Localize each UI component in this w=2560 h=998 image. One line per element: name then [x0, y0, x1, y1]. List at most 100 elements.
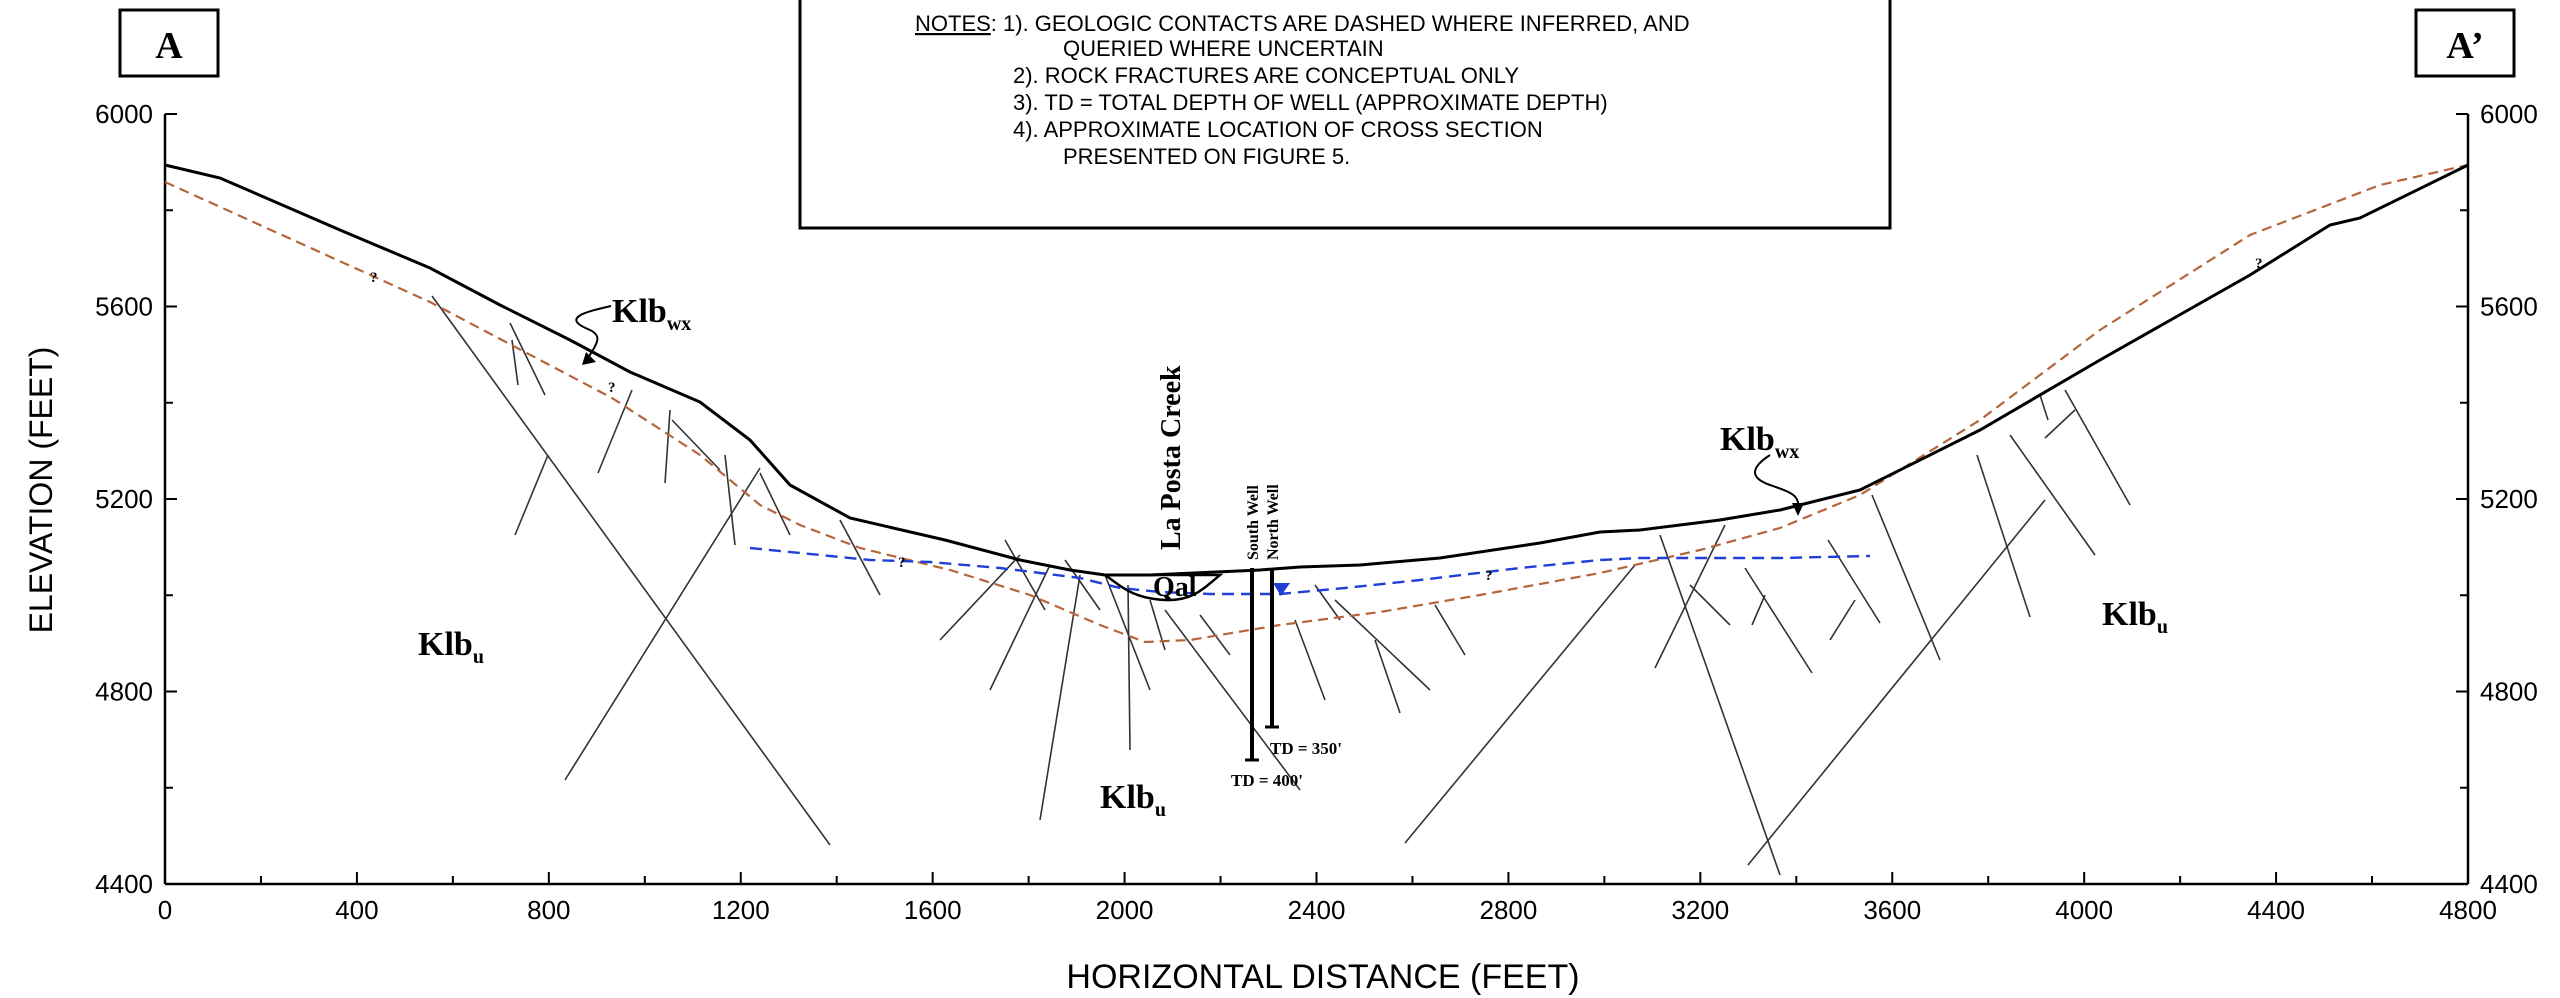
query-mark: ?	[2255, 256, 2263, 272]
unit-label-subscript: wx	[1775, 441, 1799, 463]
y-tick-label: 6000	[95, 99, 153, 129]
klb-wx-left-leader	[575, 305, 612, 359]
klb-wx-right-leader	[1754, 454, 1800, 509]
x-tick-label: 4000	[2055, 895, 2113, 925]
unit-label-subscript: u	[1155, 799, 1166, 821]
water-level-marker-icon	[1273, 583, 1290, 596]
fracture-line	[2039, 394, 2049, 421]
klb-wx-left-arrow-icon	[582, 352, 596, 365]
fracture-line	[1659, 534, 1781, 876]
notes-line-1-text: : 1). GEOLOGIC CONTACTS ARE DASHED WHERE…	[991, 11, 1690, 36]
unit-label-klb-wx-right: Klbwx	[1720, 421, 1799, 463]
fracture-line	[1747, 499, 2046, 866]
notes-heading: NOTES	[915, 11, 991, 36]
fracture-line	[1976, 454, 2031, 618]
x-tick-label: 400	[335, 895, 378, 925]
unit-label-base: Klb	[2102, 596, 2157, 633]
fracture-line	[664, 409, 671, 484]
unit-label-base: Klb	[418, 626, 473, 663]
fracture-line	[1827, 539, 1881, 624]
x-tick-label: 1200	[712, 895, 770, 925]
x-tick-label: 4400	[2247, 895, 2305, 925]
y-axis-title: ELEVATION (FEET)	[23, 347, 59, 634]
unit-label-klb-u-left: Klbu	[418, 626, 484, 668]
fracture-line	[1104, 574, 1151, 691]
x-tick-label: 2800	[1479, 895, 1537, 925]
fracture-line	[1829, 599, 1856, 641]
fracture-line	[759, 472, 791, 536]
fracture-line	[1434, 604, 1466, 656]
unit-label-klb-u-center: Klbu	[1100, 779, 1166, 821]
fracture-line	[509, 322, 546, 396]
unit-label-klb-u-right: Klbu	[2102, 596, 2168, 638]
x-tick-label: 1600	[904, 895, 962, 925]
section-end-label: A’	[2446, 25, 2483, 67]
x-tick-label: 2400	[1288, 895, 1346, 925]
y-tick-label: 6000	[2480, 99, 2538, 129]
y-tick-label: 5600	[95, 292, 153, 322]
fracture-line	[1654, 524, 1726, 669]
unit-label-subscript: u	[2157, 616, 2168, 638]
fracture-line	[939, 554, 1021, 641]
klb-wx-right-arrow-icon	[1792, 503, 1804, 516]
x-tick-label: 3600	[1863, 895, 1921, 925]
unit-label-klb-wx-left: Klbwx	[612, 293, 691, 335]
fracture-line	[1164, 609, 1301, 791]
query-mark: ?	[898, 555, 906, 571]
section-start-label: A	[155, 25, 183, 67]
x-tick-label: 2000	[1096, 895, 1154, 925]
north-well-label: North Well	[1265, 484, 1282, 560]
notes-line-2: QUERIED WHERE UNCERTAIN	[1063, 36, 1384, 61]
fracture-line	[1689, 584, 1731, 626]
fracture-line	[1751, 594, 1766, 626]
notes-line-6: PRESENTED ON FIGURE 5.	[1063, 144, 1350, 169]
query-mark: ?	[1485, 568, 1493, 584]
weathered-contact-line	[164, 163, 2469, 644]
unit-label-base: Klb	[1100, 779, 1155, 816]
fracture-line	[1744, 567, 1813, 674]
fracture-line	[2064, 389, 2131, 506]
fracture-line	[2044, 409, 2076, 439]
unit-label-base: Klb	[1720, 421, 1775, 458]
notes-box	[798, 0, 1892, 230]
qal-channel-outline	[1100, 573, 1224, 602]
x-tick-label: 0	[158, 895, 172, 925]
fracture-line	[564, 467, 761, 781]
y-tick-label: 4800	[2480, 677, 2538, 707]
fracture-line	[989, 564, 1051, 691]
south-well-td-label: TD = 400'	[1231, 771, 1303, 790]
north-well-td-label: TD = 350'	[1270, 739, 1342, 758]
ground-surface-line	[164, 163, 2469, 577]
y-tick-label: 4800	[95, 677, 153, 707]
query-mark: ?	[370, 270, 378, 286]
notes-line-1: NOTES: 1). GEOLOGIC CONTACTS ARE DASHED …	[915, 11, 1690, 36]
x-axis-title: HORIZONTAL DISTANCE (FEET)	[1066, 958, 1579, 996]
y-tick-label: 5200	[95, 484, 153, 514]
fracture-line	[2009, 434, 2096, 556]
fracture-line	[1404, 564, 1636, 844]
query-mark: ?	[608, 380, 616, 396]
fracture-line	[431, 295, 831, 846]
fracture-line	[1334, 599, 1431, 691]
notes-line-4: 3). TD = TOTAL DEPTH OF WELL (APPROXIMAT…	[1013, 90, 1608, 115]
fracture-line	[1127, 584, 1131, 751]
unit-label-qal: Qal	[1153, 572, 1197, 603]
y-tick-label: 5200	[2480, 484, 2538, 514]
section-end-box	[2414, 8, 2516, 78]
fracture-line	[724, 454, 736, 546]
fracture-line	[1064, 559, 1101, 611]
section-start-box	[118, 8, 220, 78]
fracture-line	[1294, 619, 1326, 701]
y-tick-label: 4400	[95, 869, 153, 899]
fracture-line	[597, 389, 633, 474]
fracture-line	[514, 454, 549, 536]
y-tick-label: 5600	[2480, 292, 2538, 322]
unit-label-subscript: wx	[667, 313, 691, 335]
fracture-line	[1039, 574, 1081, 821]
unit-label-base: Klb	[612, 293, 667, 330]
notes-line-3: 2). ROCK FRACTURES ARE CONCEPTUAL ONLY	[1013, 63, 1519, 88]
fracture-line	[1374, 639, 1401, 714]
fracture-line	[671, 419, 721, 471]
